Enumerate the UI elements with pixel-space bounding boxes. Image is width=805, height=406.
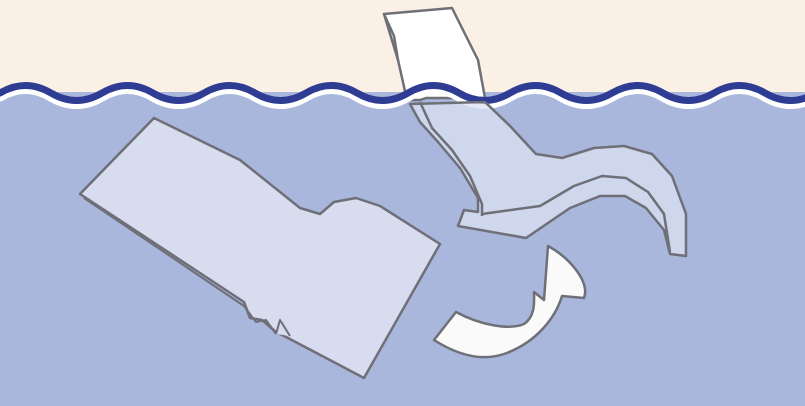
diagram-canvas	[0, 0, 805, 406]
